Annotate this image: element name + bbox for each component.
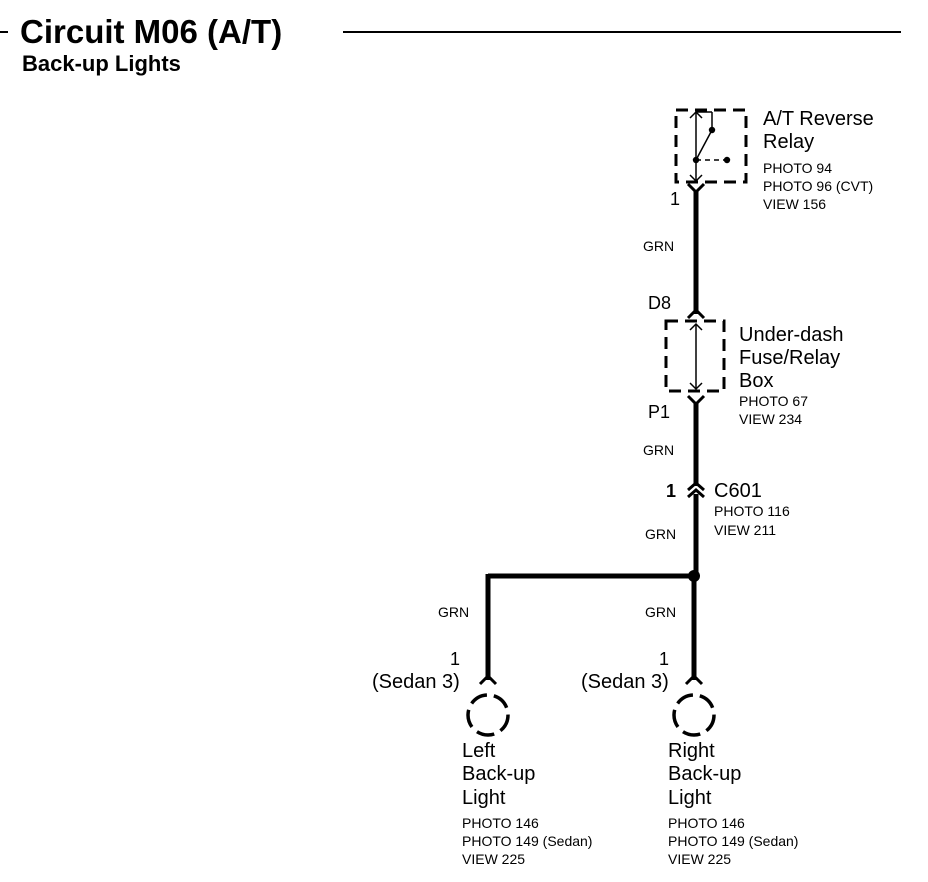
wire-color-label: GRN <box>643 238 674 254</box>
relay-symbol <box>674 108 748 184</box>
right-light-label: Back-up <box>668 763 741 785</box>
right-light-ref: PHOTO 149 (Sedan) <box>668 833 798 849</box>
fusebox-label: Fuse/Relay <box>739 347 840 369</box>
right-light-connector-mark <box>684 673 704 686</box>
fusebox-ref: PHOTO 67 <box>739 393 808 409</box>
page-subtitle: Back-up Lights <box>22 51 181 76</box>
right-light-ref: PHOTO 146 <box>668 815 745 831</box>
fusebox-ref: VIEW 234 <box>739 411 802 427</box>
fusebox-top-connector-mark <box>686 307 706 320</box>
left-light-ref: VIEW 225 <box>462 851 525 867</box>
c601-label: C601 <box>714 480 762 502</box>
right-light-label: Light <box>668 787 712 809</box>
right-light-label: Right <box>668 740 715 762</box>
right-light-pin-number: 1 <box>659 649 669 669</box>
relay-ref: PHOTO 96 (CVT) <box>763 178 873 194</box>
fusebox-pin-bottom: P1 <box>648 402 670 422</box>
fusebox-symbol <box>664 319 726 393</box>
left-light-label: Back-up <box>462 763 535 785</box>
c601-connector-symbol <box>687 481 705 499</box>
right-light-ref: VIEW 225 <box>668 851 731 867</box>
fusebox-label: Under-dash <box>739 324 844 346</box>
relay-label-line2: Relay <box>763 131 814 153</box>
left-light-label: Left <box>462 740 496 762</box>
c601-ref: VIEW 211 <box>714 522 776 538</box>
fusebox-pin-top: D8 <box>648 293 671 313</box>
wire-color-label: GRN <box>438 604 469 620</box>
page-title: Circuit M06 (A/T) <box>20 13 282 50</box>
c601-ref: PHOTO 116 <box>714 503 790 519</box>
left-light-connector-mark <box>478 673 498 686</box>
left-light-bulb-symbol <box>466 693 510 737</box>
wire-color-label: GRN <box>645 526 676 542</box>
relay-pin-number: 1 <box>670 189 680 209</box>
right-light-bulb-symbol <box>672 693 716 737</box>
left-light-pin-number: 1 <box>450 649 460 669</box>
right-light-connector-note: (Sedan 3) <box>581 671 669 693</box>
c601-pin-number: 1 <box>666 481 676 501</box>
left-light-label: Light <box>462 787 506 809</box>
fusebox-label: Box <box>739 370 773 392</box>
relay-label: A/T Reverse <box>763 108 874 130</box>
wire-color-label: GRN <box>645 604 676 620</box>
left-light-connector-note: (Sedan 3) <box>372 671 460 693</box>
left-light-ref: PHOTO 149 (Sedan) <box>462 833 592 849</box>
relay-ref: PHOTO 94 <box>763 160 832 176</box>
relay-ref: VIEW 156 <box>763 196 826 212</box>
left-light-ref: PHOTO 146 <box>462 815 539 831</box>
wire-color-label: GRN <box>643 442 674 458</box>
